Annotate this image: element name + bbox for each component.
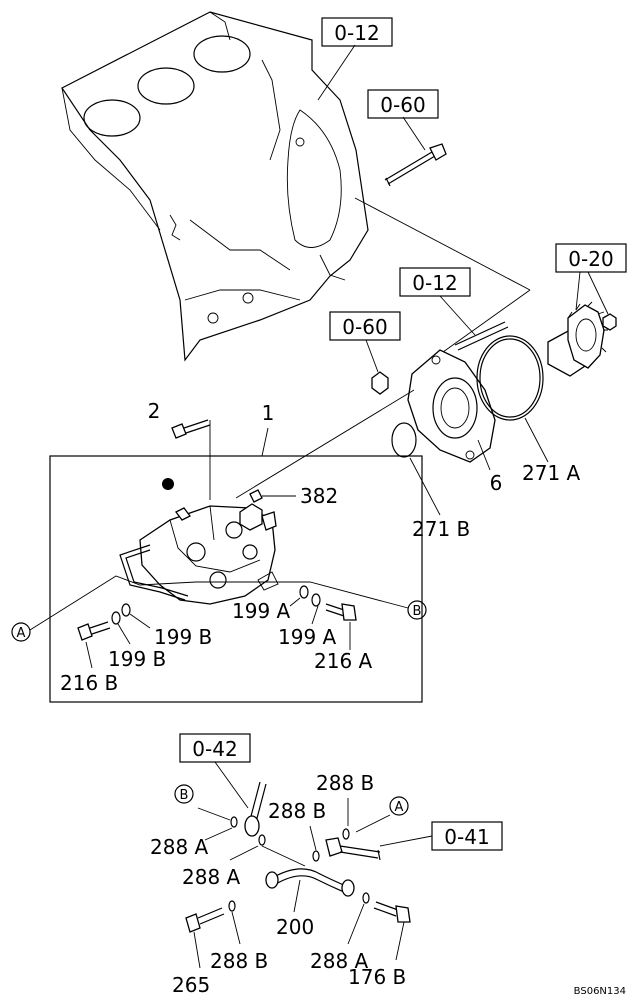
bolt-2: [171, 419, 211, 439]
ref-box-0-20: [555, 243, 627, 273]
label-part-199b: 199 B: [154, 625, 212, 649]
ref-box-0-12-mid: [399, 267, 471, 297]
pipe-200: [265, 868, 355, 897]
label-part-288a: 288 A: [310, 949, 369, 973]
label-part-288b: 288 B: [268, 799, 326, 823]
ref-box-0-41: [431, 821, 503, 851]
label-part-288a: 288 A: [182, 865, 241, 889]
bolt-0-60-upper: [384, 143, 447, 187]
callout-b-circle: [407, 600, 427, 620]
washer-199a-2: [311, 593, 321, 607]
callout-a-text: A: [17, 626, 26, 641]
marker-dot: [162, 478, 174, 490]
label-part-271a: 271 A: [522, 461, 581, 485]
label-part-199b: 199 B: [108, 647, 166, 671]
washer-199b-1: [121, 603, 131, 617]
engine-block: [61, 11, 369, 362]
bolt-176b: [373, 901, 411, 923]
label-part-199a: 199 A: [232, 599, 291, 623]
label-part-2: 2: [148, 399, 161, 423]
washer-199b-2: [111, 611, 121, 625]
bolt-216a: [325, 603, 357, 621]
washer-199a-1: [299, 585, 309, 599]
label-part-6: 6: [490, 471, 503, 495]
ref-text: 0-41: [444, 825, 489, 849]
ref-box-0-60-top: [367, 89, 439, 119]
washer-288a-top: [230, 816, 238, 828]
label-part-288b: 288 B: [210, 949, 268, 973]
o-ring-271a: [476, 335, 544, 421]
assembly-frame: [49, 455, 423, 703]
callout-a-circle-lower: [389, 796, 409, 816]
nut-0-60: [371, 371, 389, 395]
drive-gear: [547, 301, 617, 377]
label-part-200: 200: [276, 915, 314, 939]
callout-b-text: B: [180, 788, 189, 803]
label-part-382: 382: [300, 484, 338, 508]
label-part-288a: 288 A: [150, 835, 209, 859]
injection-pump: [119, 503, 279, 605]
callout-a-text: A: [395, 800, 404, 815]
label-part-176b: 176 B: [348, 965, 406, 989]
ref-text: 0-60: [342, 315, 387, 339]
flange-housing: [407, 349, 496, 463]
callout-b-circle-lower: [174, 784, 194, 804]
ref-text: 0-12: [334, 21, 379, 45]
fitting-0-41: [325, 837, 381, 861]
callout-a-circle: [11, 622, 31, 642]
label-part-216a: 216 A: [314, 649, 373, 673]
ref-box-0-60-mid: [329, 311, 401, 341]
ref-text: 0-42: [192, 737, 237, 761]
ref-text: 0-12: [412, 271, 457, 295]
label-part-271b: 271 B: [412, 517, 470, 541]
ref-box-0-12-top: [321, 17, 393, 47]
label-part-199a: 199 A: [278, 625, 337, 649]
pipe-0-42: [244, 781, 267, 837]
label-part-265: 265: [172, 973, 210, 997]
label-part-288b: 288 B: [316, 771, 374, 795]
callout-b-text: B: [413, 604, 422, 619]
bolt-216b: [77, 621, 111, 641]
figure-code: BS06N134: [574, 986, 626, 997]
part-382: [249, 489, 263, 503]
ref-box-0-42: [179, 733, 251, 763]
ref-text: 0-60: [380, 93, 425, 117]
o-ring-271b: [391, 422, 417, 458]
label-part-216b: 216 B: [60, 671, 118, 695]
label-part-1: 1: [262, 401, 275, 425]
bolt-265: [185, 907, 225, 933]
stud-0-12: [454, 321, 509, 351]
ref-text: 0-20: [568, 247, 613, 271]
